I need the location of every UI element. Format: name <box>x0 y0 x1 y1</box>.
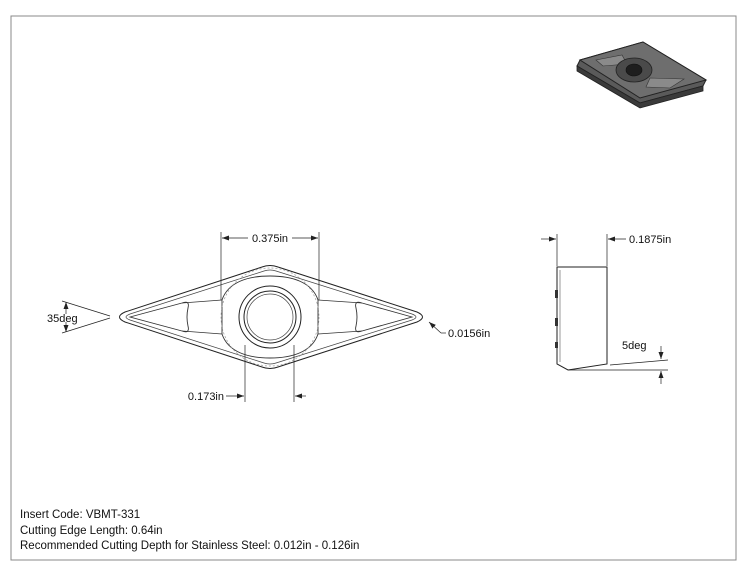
dim-thickness-label: 0.1875in <box>629 234 671 246</box>
dim-nose-radius <box>428 321 446 334</box>
dim-insert-angle <box>61 300 111 334</box>
dim-nose-radius-label: 0.0156in <box>448 328 490 340</box>
cutting-depth-text: Recommended Cutting Depth for Stainless … <box>20 540 360 552</box>
dim-insert-angle-label: 35deg <box>47 313 78 325</box>
cutting-edge-length-text: Cutting Edge Length: 0.64in <box>20 525 163 537</box>
isometric-view <box>576 41 708 109</box>
drawing-border <box>10 15 737 561</box>
dim-thickness <box>541 234 626 266</box>
dim-clearance-angle-label: 5deg <box>622 340 646 352</box>
dim-inscribed-circle <box>220 232 320 300</box>
dim-hole-diameter <box>226 345 306 402</box>
insert-top-view <box>119 265 423 369</box>
insert-side-view <box>555 266 608 371</box>
dim-clearance-angle <box>568 346 669 384</box>
dim-hole-diameter-label: 0.173in <box>188 391 224 403</box>
dim-inscribed-circle-label: 0.375in <box>252 233 288 245</box>
insert-code-text: Insert Code: VBMT-331 <box>20 509 141 521</box>
